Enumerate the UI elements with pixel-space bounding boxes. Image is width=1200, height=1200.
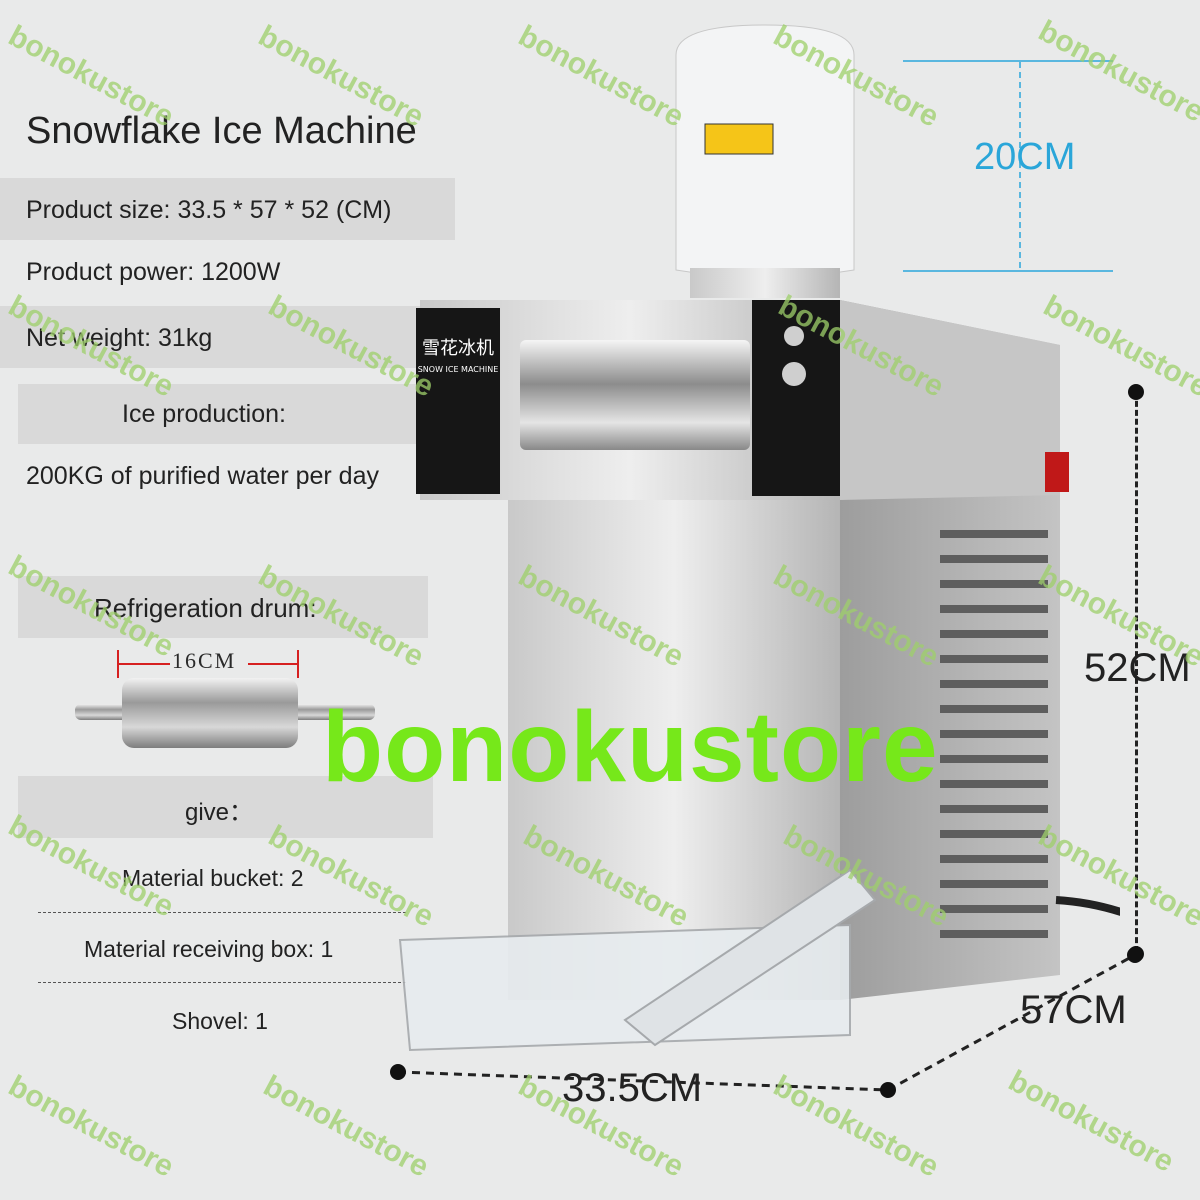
dimension-line xyxy=(903,60,1113,62)
dimension-top-label: 20CM xyxy=(974,136,1076,178)
dimension-dot xyxy=(1128,384,1144,400)
dimension-base-lines xyxy=(390,947,1143,1098)
ice-machine-illustration: 雪花冰机 SNOW ICE MACHINE xyxy=(398,24,1120,1052)
refrigeration-drum-illustration xyxy=(75,650,375,748)
spec-band-ice xyxy=(18,384,428,444)
spec-ice-value: 200KG of purified water per day xyxy=(26,462,379,490)
give-label: give： xyxy=(185,799,254,826)
spec-ice-label: Ice production: xyxy=(122,400,286,428)
give-item: Material bucket: 2 xyxy=(122,865,304,891)
give-band xyxy=(18,776,433,838)
drum-label: Refrigeration drum: xyxy=(94,593,317,623)
dimension-line xyxy=(903,270,1113,272)
dimension-depth-label: 57CM xyxy=(1020,988,1127,1032)
drum-dimension: 16CM xyxy=(172,648,237,673)
watermark-large: bonokustore xyxy=(322,691,939,803)
spec-band-size xyxy=(0,178,455,240)
spec-weight: Net weight: 31kg xyxy=(26,324,213,352)
drum-band xyxy=(18,576,428,638)
divider xyxy=(38,982,406,983)
spec-size: Product size: 33.5 * 57 * 52 (CM) xyxy=(26,196,392,224)
machine-panel-chinese: 雪花冰机 xyxy=(422,338,494,359)
dimension-line xyxy=(1135,392,1138,952)
dimension-line xyxy=(1019,62,1021,268)
product-title: Snowflake Ice Machine xyxy=(26,110,417,152)
give-item: Shovel: 1 xyxy=(172,1008,268,1034)
dimension-width-label: 33.5CM xyxy=(562,1066,703,1110)
dimension-height-label: 52CM xyxy=(1084,646,1191,690)
spec-power: Product power: 1200W xyxy=(26,258,281,286)
divider xyxy=(38,912,406,913)
machine-panel-english: SNOW ICE MACHINE xyxy=(418,365,499,374)
spec-band-weight xyxy=(0,306,455,368)
watermark: bonokustore xyxy=(3,1069,180,1184)
give-item: Material receiving box: 1 xyxy=(84,936,334,962)
